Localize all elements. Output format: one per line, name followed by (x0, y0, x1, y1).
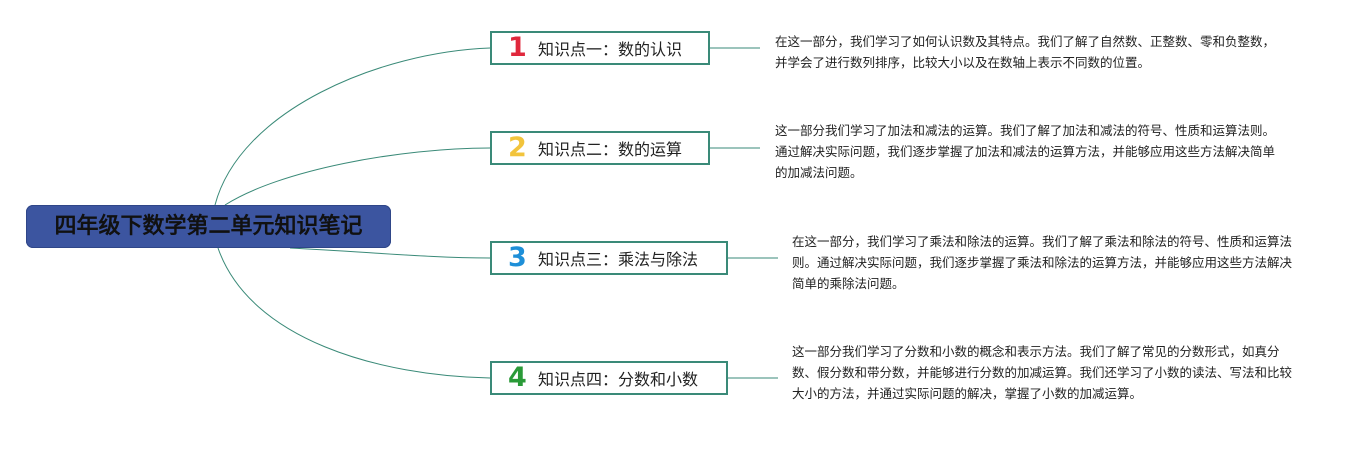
branch-description-2[interactable]: 这一部分我们学习了加法和减法的运算。我们了解了加法和减法的符号、性质和运算法则。… (775, 123, 1276, 180)
branch-label: 知识点三：乘法与除法 (538, 250, 699, 269)
number-1-icon: 1 (508, 32, 527, 63)
branch-label: 知识点一：数的认识 (538, 40, 683, 59)
number-4-icon: 4 (508, 362, 527, 393)
connector-root-branch-3 (289, 247, 491, 259)
branch-description-1[interactable]: 在这一部分，我们学习了如何认识数及其特点。我们了解了自然数、正整数、零和负整数，… (775, 34, 1276, 70)
branch-label: 知识点二：数的运算 (538, 140, 683, 159)
branch-topic-4[interactable]: 4 知识点四：分数和小数 (490, 361, 728, 395)
branch-topic-2[interactable]: 2 知识点二：数的运算 (490, 131, 710, 165)
branch-topic-3[interactable]: 3 知识点三：乘法与除法 (490, 241, 728, 275)
branch-label: 知识点四：分数和小数 (538, 370, 699, 389)
connector-root-branch-4 (217, 247, 491, 379)
branch-topic-1[interactable]: 1 知识点一：数的认识 (490, 31, 710, 65)
branch-description-4[interactable]: 这一部分我们学习了分数和小数的概念和表示方法。我们了解了常见的分数形式，如真分数… (792, 344, 1293, 401)
number-3-icon: 3 (508, 242, 527, 273)
connector-root-branch-2 (224, 147, 491, 206)
branch-description-3[interactable]: 在这一部分，我们学习了乘法和除法的运算。我们了解了乘法和除法的符号、性质和运算法… (792, 234, 1293, 291)
connector-root-branch-1 (214, 47, 491, 206)
root-topic[interactable]: 四年级下数学第二单元知识笔记 (26, 205, 391, 248)
number-2-icon: 2 (508, 132, 527, 163)
